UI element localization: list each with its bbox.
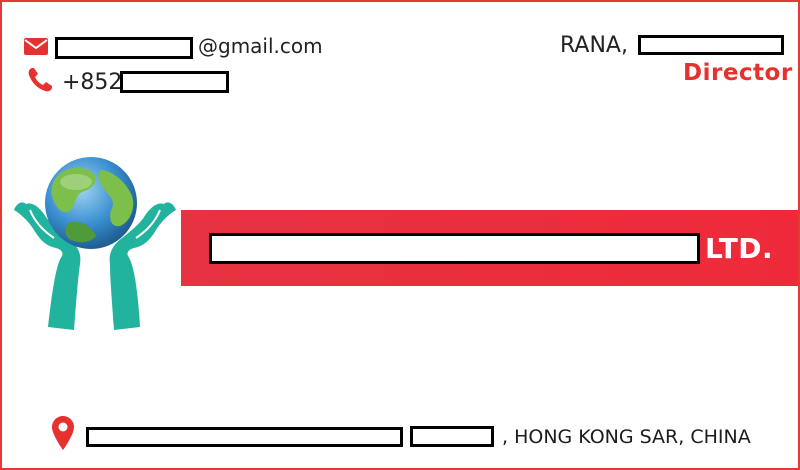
- person-title: Director: [683, 60, 793, 86]
- company-suffix: LTD.: [705, 232, 774, 265]
- envelope-icon: [24, 38, 48, 55]
- email-domain: @gmail.com: [198, 34, 323, 58]
- map-pin-icon: [52, 416, 74, 450]
- address-redaction-1: [86, 427, 403, 447]
- globe-hands-logo-icon: [14, 157, 176, 330]
- phone-icon: [28, 68, 52, 92]
- address-tail: , HONG KONG SAR, CHINA: [502, 426, 751, 448]
- email-redaction: [55, 37, 193, 59]
- phone-prefix: +852: [62, 70, 123, 95]
- phone-redaction: [120, 71, 229, 93]
- person-name-prefix: RANA,: [560, 33, 628, 58]
- company-name-redaction: [209, 233, 700, 264]
- address-redaction-2: [410, 426, 494, 447]
- name-redaction: [638, 35, 784, 55]
